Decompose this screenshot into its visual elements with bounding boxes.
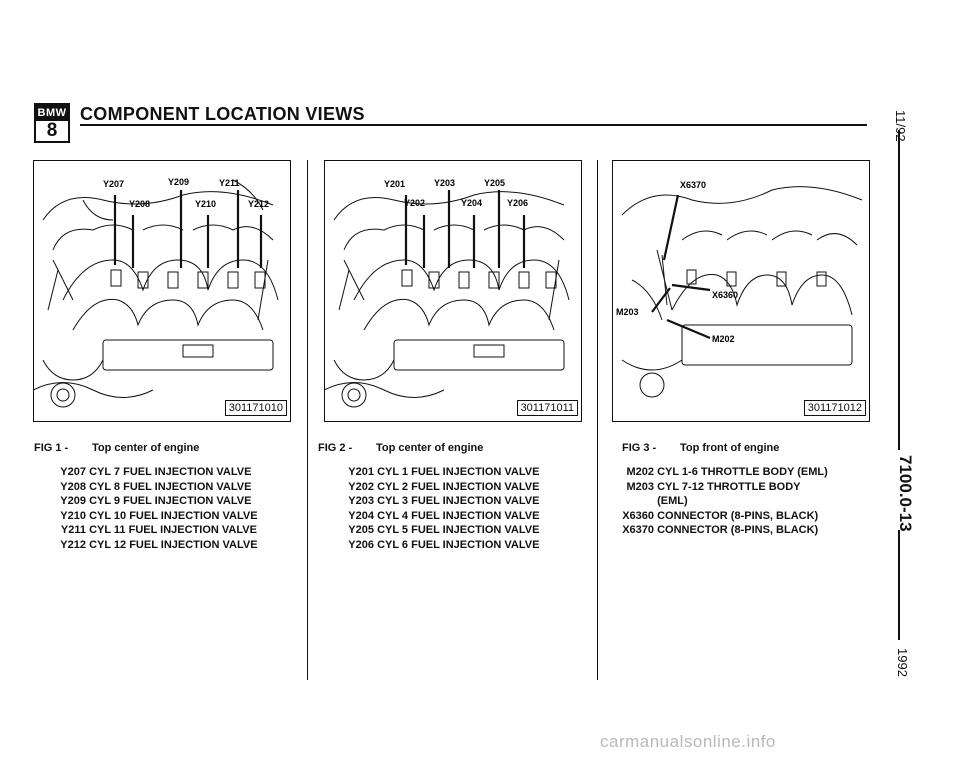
callout-m203: M203 xyxy=(616,307,639,317)
sidebar-rule-top xyxy=(898,130,900,450)
callout-y207: Y207 xyxy=(103,179,124,189)
logo-series: 8 xyxy=(46,120,58,141)
figure-number: FIG 1 - xyxy=(34,442,69,454)
figure-caption-text: Top front of engine xyxy=(680,442,780,454)
legend-row: Y201 CYL 1 FUEL INJECTION VALVE xyxy=(348,466,540,478)
legend-row: Y210 CYL 10 FUEL INJECTION VALVE xyxy=(60,509,258,522)
figure-3-caption: FIG 3 - Top front of engine xyxy=(622,442,779,454)
callout-y202: Y202 xyxy=(404,198,425,208)
callout-y212: Y212 xyxy=(248,199,269,209)
legend-row: Y209 CYL 9 FUEL INJECTION VALVE xyxy=(60,495,252,508)
figure-image-code: 301171011 xyxy=(516,400,578,416)
figure-caption-text: Top center of engine xyxy=(92,442,200,454)
sidebar-section-code: 7100.0-13 xyxy=(896,455,915,532)
legend-row: Y202 CYL 2 FUEL INJECTION VALVE xyxy=(348,480,540,493)
figure-1-engine-drawing: Y207 Y209 Y211 Y208 Y210 Y212 301171010 xyxy=(33,160,291,422)
figure-caption-text: Top center of engine xyxy=(376,442,484,454)
legend-row: Y212 CYL 12 FUEL INJECTION VALVE xyxy=(60,538,258,551)
callout-y210: Y210 xyxy=(195,199,216,209)
engine-illustration-1: Y207 Y209 Y211 Y208 Y210 Y212 xyxy=(33,160,291,422)
callout-m202: M202 xyxy=(712,334,735,344)
sidebar-date: 11/92 xyxy=(893,110,908,142)
legend-row: Y208 CYL 8 FUEL INJECTION VALVE xyxy=(60,480,252,493)
callout-x6370: X6370 xyxy=(680,180,706,190)
figure-2-caption: FIG 2 - Top center of engine xyxy=(318,442,483,454)
engine-illustration-2: Y201 Y203 Y205 Y202 Y204 Y206 xyxy=(324,160,582,422)
figure-1-caption: FIG 1 - Top center of engine xyxy=(34,442,199,454)
figure-number: FIG 3 - xyxy=(622,442,657,454)
callout-y203: Y203 xyxy=(434,178,455,188)
callout-y208: Y208 xyxy=(129,199,150,209)
legend-row: M202 CYL 1-6 THROTTLE BODY (EML) xyxy=(626,466,828,478)
callout-y204: Y204 xyxy=(461,198,482,208)
figure-number: FIG 2 - xyxy=(318,442,353,454)
callout-x6360: X6360 xyxy=(712,290,738,300)
legend-row: Y206 CYL 6 FUEL INJECTION VALVE xyxy=(348,538,540,551)
callout-y201: Y201 xyxy=(384,179,405,189)
callout-y211: Y211 xyxy=(219,178,240,188)
column-divider-2 xyxy=(597,160,598,680)
legend-row: M203 CYL 7-12 THROTTLE BODY xyxy=(626,480,801,493)
legend-row: X6370 CONNECTOR (8-PINS, BLACK) xyxy=(622,524,819,537)
engine-illustration-3: X6370 X6360 M203 M202 xyxy=(612,160,870,422)
callout-y205: Y205 xyxy=(484,178,505,188)
sidebar-rule-bottom xyxy=(898,530,900,640)
figure-image-code: 301171012 xyxy=(803,400,866,416)
figure-2-legend: Y201 CYL 1 FUEL INJECTION VALVE Y202 CYL… xyxy=(340,466,539,554)
watermark: carmanualsonline.info xyxy=(600,732,776,751)
legend-row: Y211 CYL 11 FUEL INJECTION VALVE xyxy=(60,524,257,537)
figure-3-engine-drawing: X6370 X6360 M203 M202 301171012 xyxy=(612,160,870,422)
callout-y209: Y209 xyxy=(168,177,189,187)
legend-row: Y204 CYL 4 FUEL INJECTION VALVE xyxy=(348,509,540,522)
sidebar-year: 1992 xyxy=(895,648,910,677)
legend-row: Y207 CYL 7 FUEL INJECTION VALVE xyxy=(60,466,252,478)
title-rule xyxy=(80,124,867,126)
legend-row: Y203 CYL 3 FUEL INJECTION VALVE xyxy=(348,495,540,508)
page-sidebar: 11/92 7100.0-13 1992 xyxy=(868,90,932,680)
figure-2-engine-drawing: Y201 Y203 Y205 Y202 Y204 Y206 301171011 xyxy=(324,160,582,422)
page-title: COMPONENT LOCATION VIEWS xyxy=(80,104,365,124)
bmw-8-logo: BMW 8 xyxy=(34,103,70,143)
figure-1-legend: Y207 CYL 7 FUEL INJECTION VALVE Y208 CYL… xyxy=(52,466,258,554)
figure-3-legend: M202 CYL 1-6 THROTTLE BODY (EML) M203 CY… xyxy=(612,466,828,539)
legend-row: Y205 CYL 5 FUEL INJECTION VALVE xyxy=(348,524,540,537)
column-divider-1 xyxy=(307,160,308,680)
legend-row: (EML) xyxy=(657,495,688,508)
legend-row: X6360 CONNECTOR (8-PINS, BLACK) xyxy=(622,509,819,522)
callout-y206: Y206 xyxy=(507,198,528,208)
logo-brand: BMW xyxy=(36,105,68,121)
figure-image-code: 301171010 xyxy=(224,400,287,416)
